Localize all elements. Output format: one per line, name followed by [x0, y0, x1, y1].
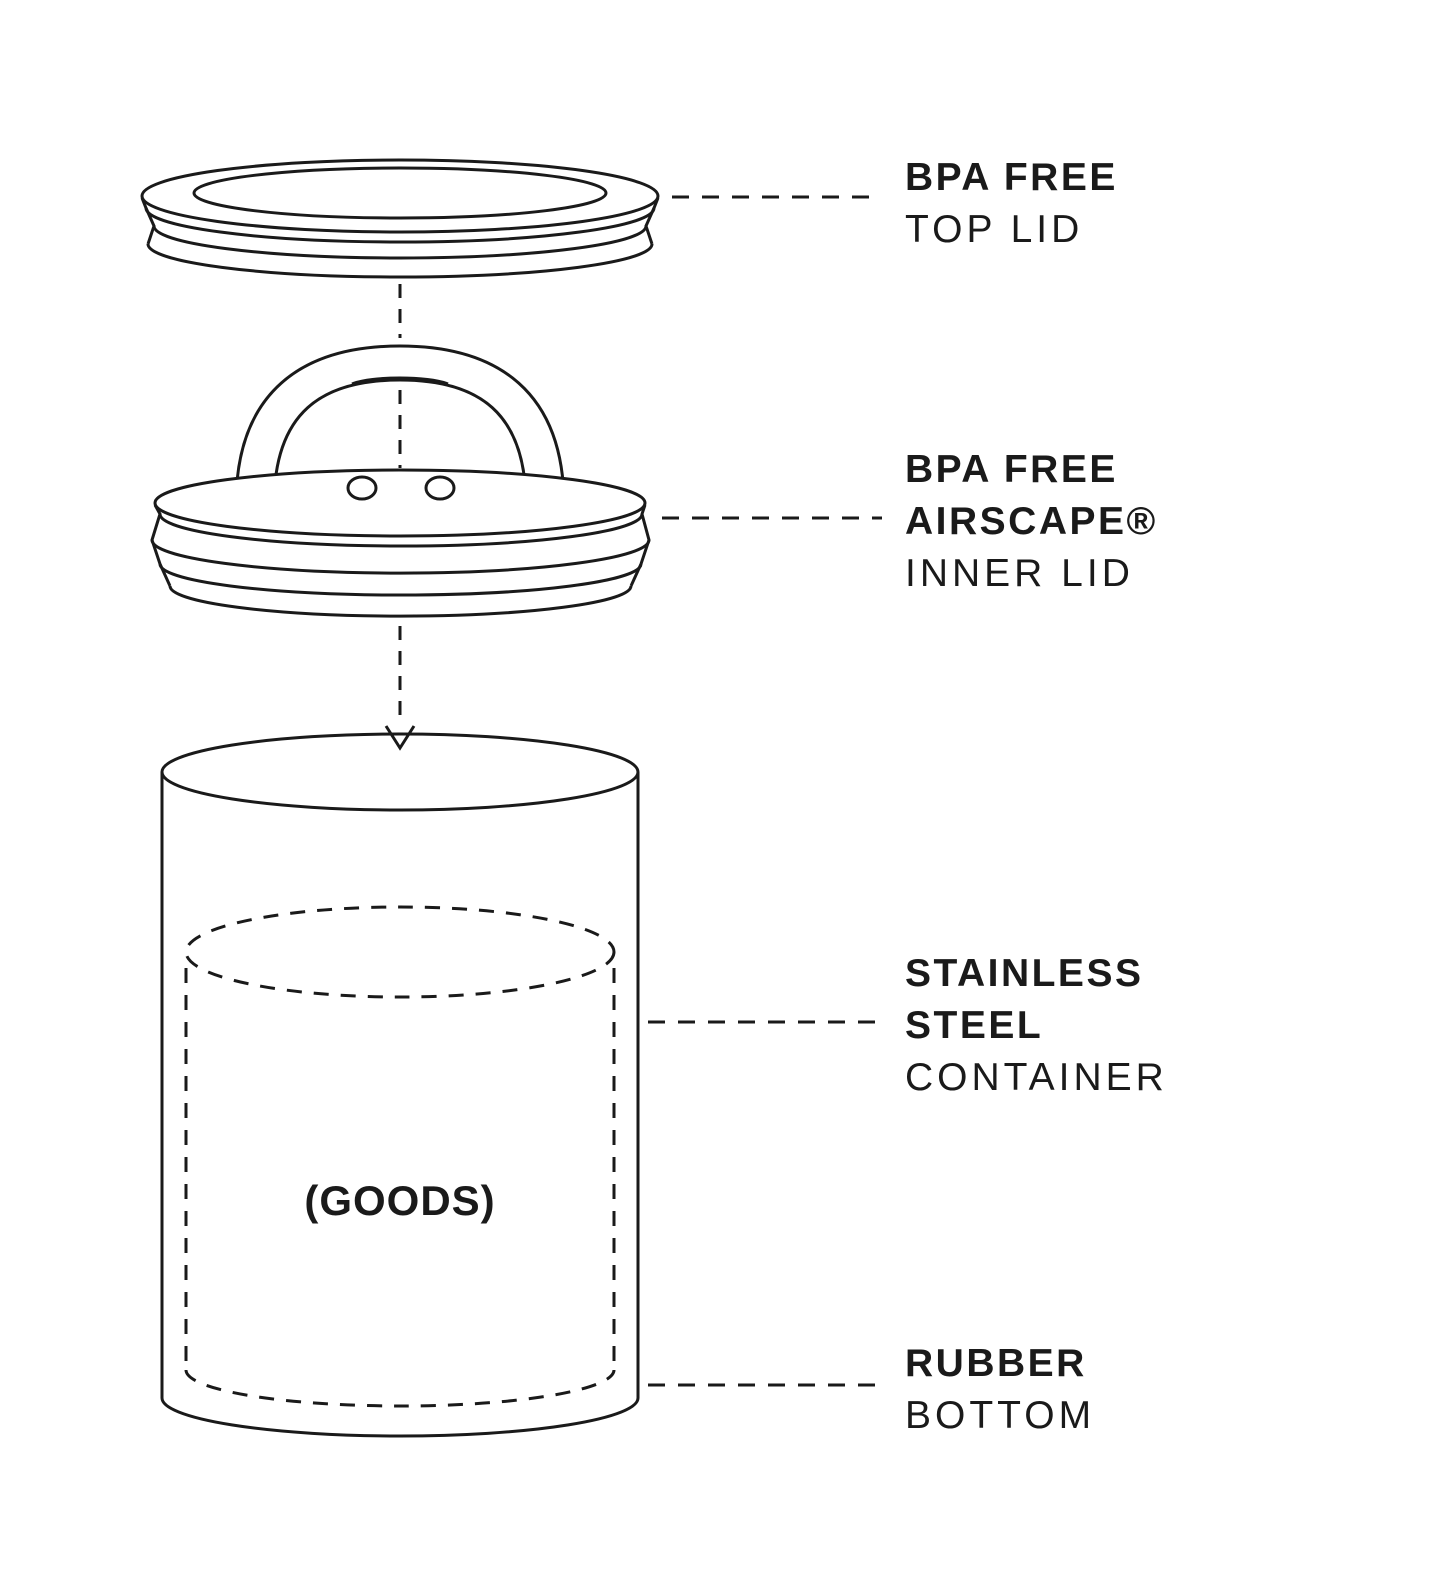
rubber-bottom-label-line2: BOTTOM: [905, 1394, 1096, 1437]
container-label: STAINLESS STEEL CONTAINER: [905, 948, 1168, 1104]
container-drawing: (GOODS): [160, 732, 640, 1438]
inner-lid-label-line1: BPA FREE: [905, 448, 1118, 491]
inner-lid-label-line2: AIRSCAPE®: [905, 500, 1158, 543]
goods-fill-outline: [184, 905, 616, 1408]
goods-text: (GOODS): [304, 1177, 495, 1224]
container-label-line3: CONTAINER: [905, 1056, 1168, 1099]
inner-lid-label: BPA FREE AIRSCAPE® INNER LID: [905, 444, 1158, 600]
top-lid-label-line1: BPA FREE: [905, 156, 1118, 199]
rubber-bottom-label-line1: RUBBER: [905, 1342, 1087, 1385]
valve-knob-right: [424, 475, 456, 501]
container-label-line2: STEEL: [905, 1004, 1044, 1047]
container-label-line1: STAINLESS: [905, 952, 1144, 995]
top-lid-label: BPA FREE TOP LID: [905, 152, 1118, 256]
inner-lid-label-line3: INNER LID: [905, 552, 1134, 595]
assembly-dashed-arrow: [384, 626, 416, 751]
top-lid-drawing: [140, 158, 660, 279]
rubber-bottom-label: RUBBER BOTTOM: [905, 1338, 1095, 1442]
top-lid-label-line2: TOP LID: [905, 208, 1084, 251]
valve-knob-left: [346, 475, 378, 501]
inner-lid-drawing: [150, 344, 651, 618]
inner-lid-handle: [234, 344, 566, 506]
